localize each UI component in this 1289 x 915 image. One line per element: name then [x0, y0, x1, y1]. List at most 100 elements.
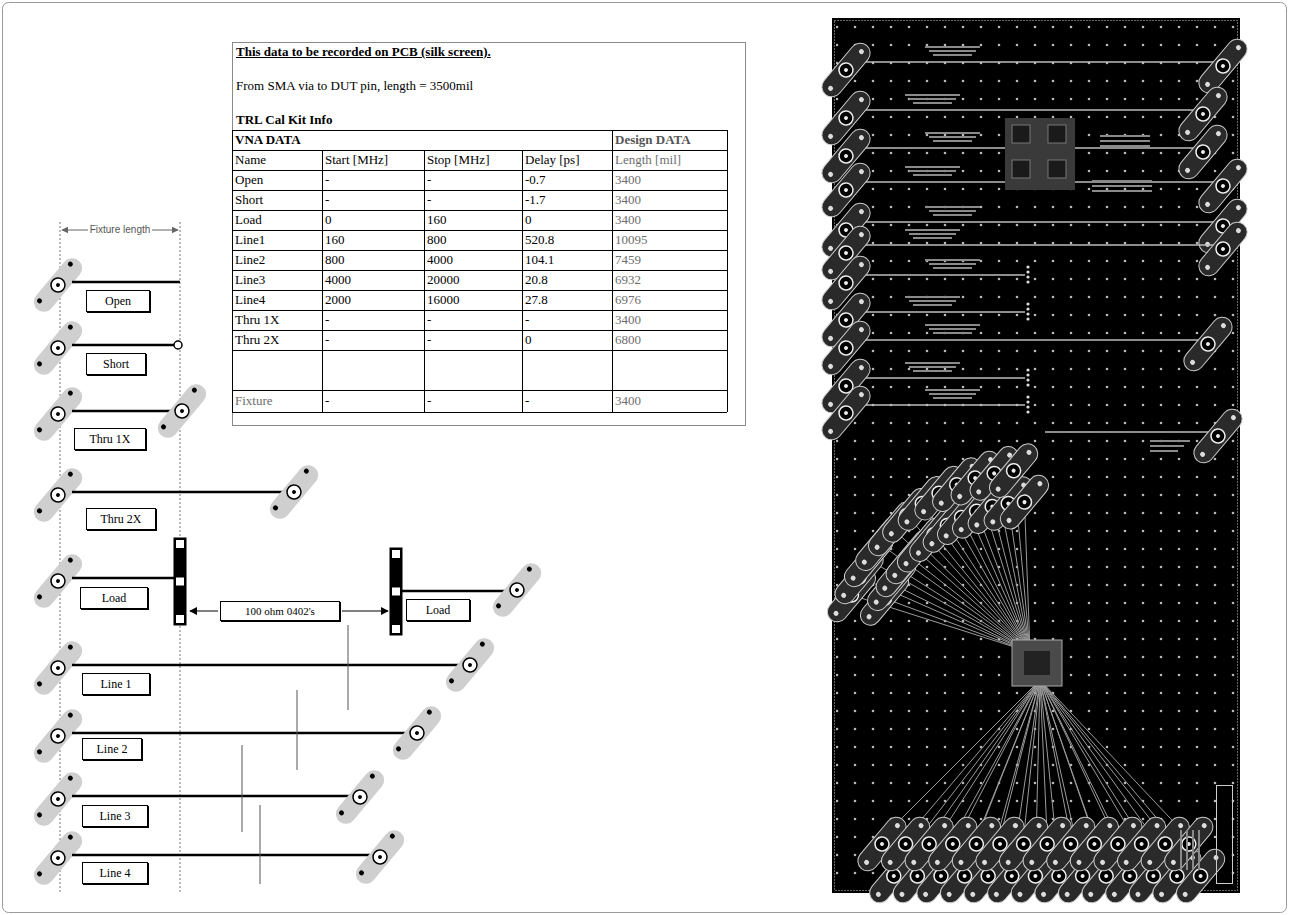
- table-rule: [232, 170, 727, 171]
- ground-via: [160, 423, 167, 430]
- silk-marking: [909, 98, 956, 100]
- pcb-trace: [856, 61, 1215, 63]
- resistor-body: [174, 538, 186, 625]
- length-tick: [348, 625, 349, 710]
- pad-outline: [30, 254, 86, 316]
- ground-via: [1204, 81, 1211, 88]
- resistor-band: [392, 550, 400, 558]
- table-cell: 6932: [615, 270, 641, 290]
- table-cell: 20000: [427, 270, 460, 290]
- ground-via: [1005, 859, 1012, 866]
- pad-outline: [30, 317, 86, 379]
- resistor-band: [176, 578, 184, 586]
- ground-via: [67, 261, 74, 268]
- cal-table-grid: [232, 43, 746, 426]
- trace: [72, 281, 180, 284]
- pcb-via: [1026, 373, 1029, 376]
- ground-via: [827, 428, 834, 435]
- ground-via: [873, 599, 880, 606]
- ground-via: [1184, 167, 1191, 174]
- component-pad: [1048, 125, 1066, 143]
- table-cell: Name: [235, 150, 266, 170]
- ground-via: [526, 566, 533, 573]
- component-pad: [1012, 125, 1030, 143]
- ground-via: [1006, 517, 1013, 524]
- silk-marking: [913, 102, 952, 104]
- pcb-trace: [856, 221, 1215, 223]
- ground-via: [827, 245, 834, 252]
- table-cell: 4000: [427, 250, 453, 270]
- via-ring: [407, 723, 427, 743]
- sma-footprint: [30, 317, 86, 379]
- silk-marking: [933, 397, 972, 399]
- table-cell: -: [325, 310, 329, 330]
- via-dot: [1103, 873, 1109, 879]
- fanout-trace: [1040, 680, 1165, 838]
- table-rule: [232, 130, 233, 412]
- box-label: Thru 1X: [90, 432, 131, 446]
- box-label: Line 2: [97, 742, 128, 756]
- via-dot: [55, 411, 61, 417]
- table-heading: This data to be recorded on PCB (silk sc…: [236, 44, 491, 60]
- ground-via: [874, 544, 881, 551]
- silk-marking: [933, 332, 972, 334]
- table-cell: 3400: [615, 170, 641, 190]
- sma-footprint: [30, 550, 86, 612]
- pad-outline: [489, 559, 545, 621]
- via-ring: [460, 655, 480, 675]
- via-ring: [1004, 461, 1024, 481]
- ground-via: [989, 518, 996, 525]
- table-heading: TRL Cal Kit Info: [236, 112, 332, 128]
- ground-via: [988, 822, 995, 829]
- silk-box: [1217, 786, 1233, 884]
- ground-via: [36, 297, 43, 304]
- via-dot: [997, 841, 1003, 847]
- via-dot: [1198, 873, 1204, 879]
- ground-via: [993, 891, 1000, 898]
- fanout-trace: [892, 584, 1030, 652]
- via-dot: [291, 489, 297, 495]
- via-dot: [1056, 873, 1062, 879]
- silk-marking: [1100, 135, 1150, 137]
- via-dot: [1220, 223, 1226, 229]
- pcb-trace: [856, 404, 1025, 406]
- silk-marking: [1092, 185, 1152, 187]
- via-dot: [915, 873, 921, 879]
- ground-via: [479, 641, 486, 648]
- via-ring: [1015, 492, 1035, 512]
- via-dot: [1162, 841, 1168, 847]
- silk-marking: [1092, 180, 1152, 182]
- resistor-symbol: [390, 548, 402, 635]
- via-dot: [1205, 341, 1211, 347]
- pad-outline: [266, 461, 322, 523]
- table-cell: 800: [427, 230, 447, 250]
- via-dot: [1200, 111, 1206, 117]
- ground-via: [1036, 822, 1043, 829]
- resistor-band: [392, 588, 400, 596]
- table-rule: [232, 210, 727, 211]
- pointer-arrow: [342, 611, 388, 612]
- via-ring: [48, 789, 68, 809]
- via-dot: [55, 733, 61, 739]
- ground-via: [915, 549, 922, 556]
- ground-via: [67, 834, 74, 841]
- via-dot: [843, 410, 849, 416]
- ground-via: [920, 508, 927, 515]
- table-cell: -: [427, 330, 431, 350]
- table-rule: [232, 250, 727, 251]
- ground-via: [850, 575, 857, 582]
- via-dot: [1174, 873, 1180, 879]
- box-label: Open: [105, 294, 131, 308]
- via-ring: [370, 847, 390, 867]
- table-cell: 27.8: [525, 290, 548, 310]
- pcb-trace: [856, 377, 1025, 379]
- ground-via: [858, 168, 865, 175]
- ground-via: [881, 585, 888, 592]
- resistor-band: [176, 540, 184, 548]
- fanout-trace: [965, 680, 1040, 870]
- pad-outline: [1195, 218, 1251, 280]
- table-cell: 160: [427, 210, 447, 230]
- silk-marking: [913, 370, 952, 372]
- ground-via: [858, 364, 865, 371]
- ground-via: [36, 748, 43, 755]
